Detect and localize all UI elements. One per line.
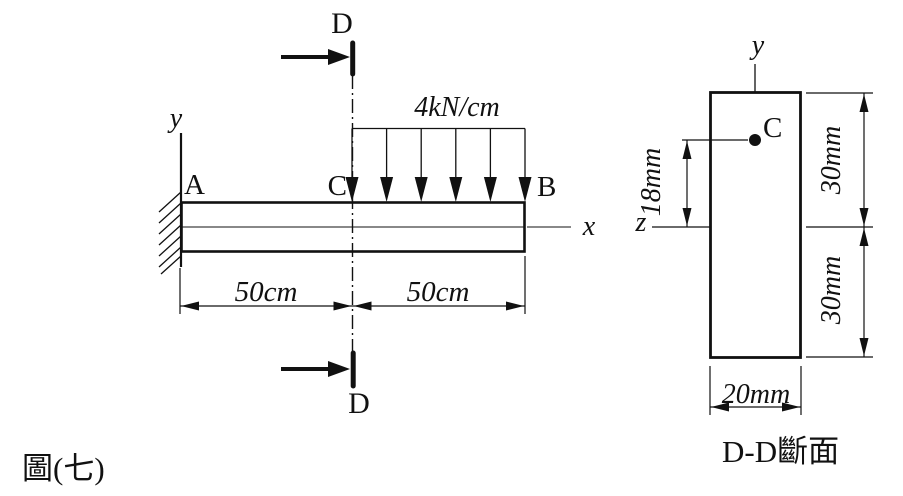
distributed-load-arrows [351, 127, 526, 178]
beam-y-axis-label: y [167, 103, 183, 134]
section-z-axis-label: z [635, 207, 647, 238]
point-a-label: A [184, 169, 205, 201]
beam-x-axis-label: x [582, 211, 596, 242]
dim-arrow-right [506, 301, 524, 311]
section-point-c-label: C [763, 112, 782, 144]
load-label: 4kN/cm [414, 92, 500, 123]
span-dimension: 50cm 50cm [179, 256, 526, 314]
width-dimension: 20mm [709, 366, 802, 415]
section-y-axis-label: y [749, 30, 765, 61]
dim-left-label: 50cm [235, 276, 298, 308]
distributed-load-arrowheads [345, 177, 532, 202]
upper-height-dim-label: 30mm [816, 126, 847, 195]
section-outline [709, 91, 802, 359]
point-b-label: B [537, 171, 556, 203]
section-marker-bottom: D [281, 350, 370, 420]
point-c-dot [749, 134, 761, 146]
lower-height-dim-label: 30mm [816, 256, 847, 325]
section-arrow-head-top [328, 49, 350, 65]
section-marker-top: D [281, 7, 356, 77]
section-arrow-head-bottom [328, 361, 350, 377]
support-hatching [158, 191, 182, 275]
section-label-bottom: D [348, 387, 370, 420]
dim-arrow-center-left [333, 301, 352, 311]
figure-caption: 圖(七) [22, 451, 105, 486]
dim-right-label: 50cm [407, 276, 470, 308]
offset-dimension: 18mm [636, 140, 692, 227]
offset-dim-label: 18mm [636, 148, 667, 216]
width-dim-label: 20mm [722, 379, 790, 410]
dim-arrow-left [181, 301, 199, 311]
point-c-label: C [328, 170, 347, 202]
section-label-top: D [331, 7, 353, 40]
section-title: D-D斷面 [722, 434, 839, 469]
height-dimensions: 30mm 30mm [806, 92, 873, 358]
dim-arrow-center-right [353, 301, 372, 311]
